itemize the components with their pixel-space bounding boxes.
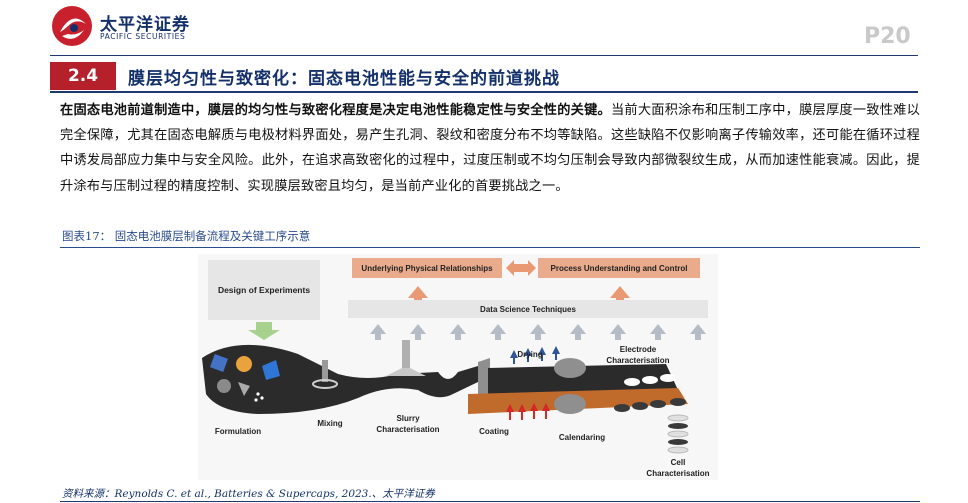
- figure-caption: 图表17： 固态电池膜层制备流程及关键工序示意: [62, 229, 311, 243]
- design-of-experiments-box: [208, 260, 320, 320]
- particle-icon: [210, 354, 228, 372]
- calendar-roller-top: [554, 358, 586, 378]
- process-understanding-box: [538, 258, 700, 278]
- underlying-physical-box: [352, 258, 502, 278]
- calendar-roller-bottom: [554, 394, 586, 414]
- header-divider: [50, 55, 918, 56]
- slurry-label: Slurry: [396, 414, 420, 423]
- underlying-physical-label: Underlying Physical Relationships: [361, 264, 493, 273]
- orange-up-arrow-icon: [408, 286, 428, 304]
- data-science-label: Data Science Techniques: [480, 305, 576, 314]
- cell-characterisation-label: Characterisation: [646, 469, 709, 478]
- particle-icon: [238, 382, 250, 396]
- cell-label: Cell: [671, 458, 686, 467]
- drying-arrows: [510, 346, 560, 364]
- logo-text-en: PACIFIC SECURITIES: [100, 32, 186, 41]
- gray-arrows: [370, 324, 706, 340]
- mixer-shaft: [322, 360, 328, 382]
- paragraph-body: 当前大面积涂布和压制工序中，膜层厚度一致性难以完全保障，尤其在固态电解质与电极材…: [60, 103, 920, 194]
- section-title: 膜层均匀性与致密化：固态电池性能与安全的前道挑战: [128, 69, 560, 89]
- mixer-icon: [312, 379, 338, 389]
- slurry-probe: [402, 340, 410, 370]
- electrode-label: Electrode: [620, 345, 657, 354]
- particle-icon: [217, 379, 231, 393]
- particle-icon: [236, 356, 252, 372]
- mixing-label: Mixing: [317, 419, 342, 428]
- heating-arrows: [506, 403, 550, 420]
- paragraph-lead: 在固态电池前道制造中，膜层的均匀性与致密化程度是决定电池性能稳定性与安全性的关键…: [60, 103, 611, 118]
- body-paragraph: 在固态电池前道制造中，膜层的均匀性与致密化程度是决定电池性能稳定性与安全性的关键…: [60, 98, 920, 199]
- data-science-box: [348, 300, 708, 318]
- coating-label: Coating: [479, 427, 509, 436]
- process-diagram: Design of Experiments Underlying Physica…: [198, 254, 718, 480]
- drying-label: Drying: [517, 350, 542, 359]
- design-of-experiments-label: Design of Experiments: [218, 285, 310, 295]
- slurry-probe-cone: [386, 368, 426, 376]
- green-down-arrow-icon: [248, 322, 280, 340]
- particle-icon: [262, 360, 280, 380]
- footer-divider: [60, 501, 920, 502]
- page-number: P20: [864, 24, 911, 49]
- figure-caption-divider: [60, 247, 920, 248]
- section-number-badge: 2.4: [50, 62, 116, 90]
- section-divider: [50, 91, 918, 93]
- pacific-securities-logo-icon: [52, 6, 92, 46]
- electrode-characterisation-label: Characterisation: [606, 356, 669, 365]
- calendaring-label: Calendaring: [559, 433, 605, 442]
- electrode-discs: [614, 374, 686, 412]
- formulation-label: Formulation: [215, 427, 261, 436]
- process-understanding-label: Process Understanding and Control: [551, 264, 688, 273]
- slurry-characterisation-label: Characterisation: [376, 425, 439, 434]
- source-note: 资料来源：Reynolds C. et al., Batteries & Sup…: [62, 488, 435, 500]
- logo-text-cn: 太平洋证券: [100, 15, 190, 35]
- cell-stack-icon: [667, 414, 689, 454]
- double-arrow-icon: [506, 260, 536, 276]
- orange-up-arrow-icon: [610, 286, 630, 304]
